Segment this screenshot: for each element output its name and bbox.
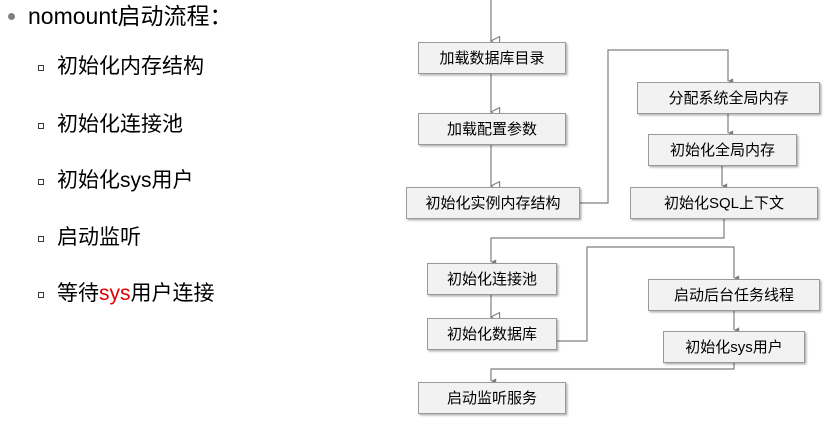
outline-item-text-after: 用户连接	[130, 282, 215, 305]
outline-item-0: 初始化内存结构	[38, 54, 204, 80]
flow-node-init-sql-context[interactable]: 初始化SQL上下文	[630, 187, 818, 219]
flow-node-label: 初始化SQL上下文	[663, 194, 784, 212]
hollow-square-bullet-icon	[38, 236, 44, 242]
flow-node-init-conn-pool[interactable]: 初始化连接池	[427, 263, 557, 295]
outline-item-3: 启动监听	[38, 225, 141, 251]
edge-init-sys-user-to-start-listener-svc	[490, 363, 735, 384]
flow-node-start-bg-task-thread[interactable]: 启动后台任务线程	[648, 279, 820, 311]
outline-item-label: 初始化连接池	[57, 113, 183, 136]
edge-init-instance-mem-to-alloc-sys-global-mem	[580, 49, 734, 204]
hollow-square-bullet-icon	[38, 292, 44, 298]
outline-item-4: 等待sys用户连接	[38, 281, 215, 307]
hollow-square-bullet-icon	[38, 65, 44, 71]
flow-node-label: 初始化实例内存结构	[425, 194, 561, 212]
outline-item-text-highlight: sys	[99, 282, 131, 305]
hollow-square-bullet-icon	[38, 123, 44, 129]
outline-item-2: 初始化sys用户	[38, 168, 194, 194]
hollow-square-bullet-icon	[38, 179, 44, 185]
flow-node-label: 初始化全局内存	[669, 141, 775, 159]
flow-node-label: 初始化sys用户	[685, 338, 783, 356]
outline-heading-label: nomount启动流程：	[28, 3, 233, 29]
outline-item-label: 初始化sys用户	[57, 169, 194, 192]
outline-panel: nomount启动流程： 初始化内存结构 初始化连接池 初始化sys用户 启动监…	[0, 0, 400, 430]
flow-node-init-instance-mem[interactable]: 初始化实例内存结构	[406, 187, 580, 219]
flow-node-init-database[interactable]: 初始化数据库	[427, 318, 557, 350]
edge-init-sql-context-to-init-conn-pool	[490, 219, 725, 265]
outline-heading: nomount启动流程：	[8, 2, 233, 30]
outline-item-label: 启动监听	[57, 226, 141, 249]
flow-node-label: 加载配置参数	[446, 120, 537, 138]
flow-node-label: 启动后台任务线程	[673, 286, 794, 304]
filled-round-bullet-icon	[8, 13, 15, 20]
flow-node-label: 初始化数据库	[446, 325, 537, 343]
edge-init-database-to-start-bg-task-thread	[557, 246, 740, 342]
flow-node-label: 加载数据库目录	[439, 49, 545, 67]
flow-node-alloc-sys-global-mem[interactable]: 分配系统全局内存	[637, 82, 820, 114]
outline-item-label: 等待sys用户连接	[57, 281, 215, 307]
outline-item-1: 初始化连接池	[38, 112, 183, 138]
flow-node-label: 启动监听服务	[446, 389, 537, 407]
outline-item-text-before: 等待	[57, 282, 99, 305]
flow-node-start-listener-svc[interactable]: 启动监听服务	[418, 382, 566, 414]
flow-node-init-global-mem[interactable]: 初始化全局内存	[648, 134, 797, 166]
flow-node-load-db-catalog[interactable]: 加载数据库目录	[418, 42, 566, 74]
flow-node-label: 初始化连接池	[446, 270, 537, 288]
flow-node-load-config-params[interactable]: 加载配置参数	[418, 113, 566, 145]
flow-node-init-sys-user[interactable]: 初始化sys用户	[663, 331, 805, 363]
flow-node-label: 分配系统全局内存	[668, 89, 789, 107]
outline-item-label: 初始化内存结构	[57, 55, 204, 78]
